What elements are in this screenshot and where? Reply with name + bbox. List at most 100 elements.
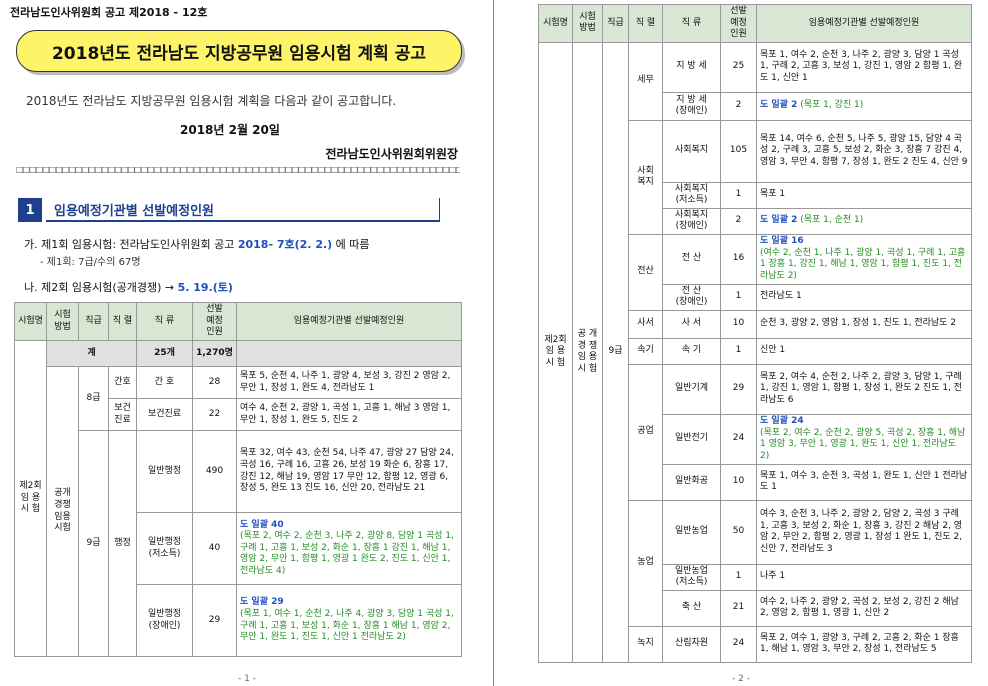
table-row: 9급 행정 일반행정 490 목포 32, 여수 43, 순천 54, 나주 4… [15, 430, 462, 657]
table-row: 지 방 세 (장애인) 2 도 일괄 2 (목포 1, 강진 1) [539, 91, 972, 121]
first-exam-count: - 제1회: 7급/수의 67명 [40, 257, 141, 268]
count-cell: 16 [720, 233, 757, 285]
total-row: 제2회 임 용 시 험 계 25개 1,270명 [14, 340, 462, 657]
count-cell: 40 [192, 512, 237, 585]
count-cell: 2 [720, 91, 757, 121]
detail-cell: 도 일괄 29 (목포 1, 여수 1, 순천 2, 나주 4, 광양 3, 담… [236, 584, 462, 657]
lump-sum-label: 도 일괄 40 [240, 519, 284, 530]
count-cell: 25 [720, 41, 757, 93]
table-row: 공업 일반기계 29 목포 2, 여수 4, 순천 2, 나주 2, 광양 3,… [539, 363, 972, 501]
count-cell: 24 [720, 625, 757, 663]
kind-cell: 사회복지 (장애인) [662, 207, 721, 235]
table-row: 사회복지 (장애인) 2 도 일괄 2 (목포 1, 순천 1) [539, 207, 972, 235]
count-cell: 105 [720, 119, 757, 183]
table-row: 농업 일반농업 50 여수 3, 순천 3, 나주 2, 광양 2, 담양 2,… [539, 499, 972, 627]
kind-cell: 산림자원 [662, 625, 721, 663]
kind-cell: 축 산 [662, 589, 721, 627]
total-blank [236, 340, 462, 367]
detail-cell: 여수 2, 나주 2, 광양 2, 곡성 2, 보성 2, 강진 2 해남 2,… [756, 589, 972, 627]
kind-cell: 사 서 [662, 309, 721, 339]
exam-name-cell: 제2회 임 용 시 험 [14, 340, 47, 657]
kind-cell: 일반농업 (저소득) [662, 563, 721, 591]
recruitment-table-1: 시험명 시험 방법 직급 직 렬 직 류 선발 예정 인원 임용예정기관별 선발… [14, 302, 462, 657]
detail-cell: 도 일괄 2 (목포 1, 강진 1) [756, 91, 972, 121]
kind-cell: 사회복지 (저소득) [662, 181, 721, 209]
grade-cell: 9급 [602, 41, 629, 663]
table-row: 일반화공 10 목포 1, 여수 3, 순천 3, 곡성 1, 완도 1, 신안… [539, 463, 972, 501]
count-cell: 50 [720, 499, 757, 565]
lump-sum-label: 도 일괄 24 [760, 416, 804, 427]
series-cell: 세무 [628, 41, 663, 121]
count-cell: 28 [192, 366, 237, 399]
total-label: 계 [46, 340, 137, 367]
count-cell: 29 [192, 584, 237, 657]
page-divider [493, 0, 494, 686]
series-cell: 농업 [628, 499, 663, 627]
count-cell: 2 [720, 207, 757, 235]
series-cell: 속기 [628, 337, 663, 365]
table-row: 공개 경쟁 임용 시험 8급 간호 간 호 28 목포 5, 순천 4, 나주 … [15, 366, 462, 657]
banner-title: 2018년도 전라남도 지방공무원 임용시험 계획 공고 [16, 30, 462, 72]
header-cell: 직급 [602, 4, 629, 43]
detail-cell: 도 일괄 2 (목포 1, 순천 1) [756, 207, 972, 235]
table-row: 축 산 21 여수 2, 나주 2, 광양 2, 곡성 2, 보성 2, 강진 … [539, 589, 972, 627]
header-cell: 시험 방법 [46, 302, 79, 341]
lump-sum-detail: (목포 1, 순천 1) [800, 215, 864, 226]
count-cell: 1 [720, 283, 757, 311]
series-cell: 사서 [628, 309, 663, 339]
first-exam-suffix: 에 따름 [332, 238, 370, 251]
detail-cell: 목포 2, 여수 1, 광양 3, 구례 2, 고흥 2, 화순 1 장흥 1,… [756, 625, 972, 663]
total-kinds: 25개 [136, 340, 193, 367]
recruitment-table-2: 시험명 시험 방법 직급 직 렬 직 류 선발 예정 인원 임용예정기관별 선발… [538, 4, 972, 663]
detail-cell: 신안 1 [756, 337, 972, 365]
kind-cell: 지 방 세 (장애인) [662, 91, 721, 121]
kind-cell: 일반행정 (장애인) [136, 584, 193, 657]
table-header-row: 시험명 시험 방법 직급 직 렬 직 류 선발 예정 인원 임용예정기관별 선발… [538, 4, 972, 43]
lump-sum-label: 도 일괄 2 [760, 100, 798, 111]
first-exam-ref: 2018- 7호(2. 2.) [237, 238, 333, 251]
header-cell: 시험명 [14, 302, 47, 341]
table-row: 일반농업 (저소득) 1 나주 1 [539, 563, 972, 591]
series-cell: 행정 [108, 430, 137, 657]
kind-cell: 일반농업 [662, 499, 721, 565]
kind-cell: 일반화공 [662, 463, 721, 501]
page-number: - 2 - [732, 674, 750, 684]
header-cell: 시험 방법 [572, 4, 603, 43]
table-row: 전 산 (장애인) 1 전라남도 1 [539, 283, 972, 311]
exam-name-cell: 제2회 임 용 시 험 [538, 41, 573, 663]
lump-sum-detail: (목포 2, 여수 2, 순천 2, 광양 5, 곡성 2, 장흥 1, 해남 … [760, 427, 966, 461]
count-cell: 1 [720, 563, 757, 591]
detail-cell: 순천 3, 광양 2, 영암 1, 장성 1, 진도 1, 전라남도 2 [756, 309, 972, 339]
detail-cell: 나주 1 [756, 563, 972, 591]
header-cell: 임용예정기관별 선발예정인원 [236, 302, 462, 341]
detail-cell: 목포 5, 순천 4, 나주 1, 광양 4, 보성 3, 강진 2 영암 2,… [236, 366, 462, 399]
kind-cell: 간 호 [136, 366, 193, 399]
series-cell: 녹지 [628, 625, 663, 663]
notice-date: 2018년 2월 20일 [180, 123, 280, 137]
count-cell: 22 [192, 398, 237, 431]
detail-cell: 여수 4, 순천 2, 광양 1, 곡성 1, 고흥 1, 해남 3 영암 1,… [236, 398, 462, 431]
kind-cell: 일반기계 [662, 363, 721, 415]
table-row: 일반행정 (장애인) 29 도 일괄 29 (목포 1, 여수 1, 순천 2,… [15, 584, 462, 657]
lump-sum-detail: (목포 1, 강진 1) [800, 100, 864, 111]
count-cell: 24 [720, 413, 757, 465]
detail-cell: 목포 1, 여수 2, 순천 3, 나주 2, 광양 3, 담양 1 곡성 1,… [756, 41, 972, 93]
count-cell: 490 [192, 430, 237, 513]
second-exam-line: 나. 제2회 임용시험(공개경쟁) → 5. 19.(토) [24, 279, 233, 295]
dotted-separator: □□□□□□□□□□□□□□□□□□□□□□□□□□□□□□□□□□□□□□□□… [16, 165, 460, 174]
notice-header: 전라남도인사위원회 공고 제2018 - 12호 [10, 6, 208, 19]
first-exam-line: 가. 제1회 임용시험: 전라남도인사위원회 공고 2018- 7호(2. 2.… [24, 236, 370, 252]
detail-cell: 도 일괄 24 (목포 2, 여수 2, 순천 2, 광양 5, 곡성 2, 장… [756, 413, 972, 465]
grade-cell: 8급 [78, 366, 109, 431]
header-cell: 임용예정기관별 선발예정인원 [756, 4, 972, 43]
detail-cell: 전라남도 1 [756, 283, 972, 311]
section-number: 1 [18, 198, 42, 222]
series-cell: 사회 복지 [628, 119, 663, 235]
series-cell: 공업 [628, 363, 663, 501]
detail-cell: 목포 1, 여수 3, 순천 3, 곡성 1, 완도 1, 신안 1 전라남도 … [756, 463, 972, 501]
count-cell: 10 [720, 463, 757, 501]
table-row: 녹지 산림자원 24 목포 2, 여수 1, 광양 3, 구례 2, 고흥 2,… [539, 625, 972, 663]
count-cell: 29 [720, 363, 757, 415]
count-cell: 1 [720, 337, 757, 365]
header-cell: 직급 [78, 302, 109, 341]
